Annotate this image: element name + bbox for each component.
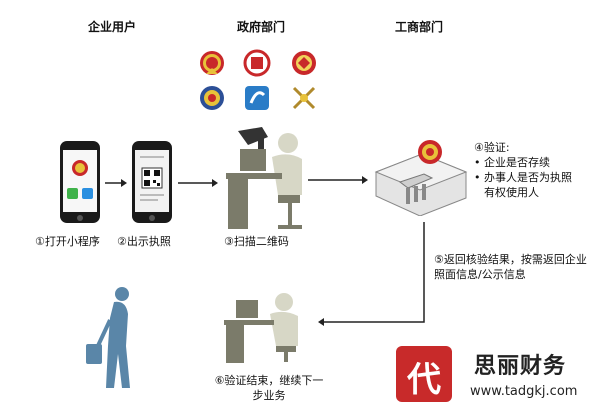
watermark-url: www.tadgkj.com <box>470 384 578 399</box>
step-3-label: ③扫描二维码 <box>224 235 289 248</box>
police-emblem-icon <box>200 86 224 110</box>
wechat-icon[interactable] <box>67 188 78 199</box>
national-emblem-icon <box>200 51 224 75</box>
briefcase-icon <box>86 344 102 364</box>
blue-service-logo-icon <box>245 86 269 110</box>
step-4-verification: ④验证: • 企业是否存续 • 办事人是否为执照有权使用人 <box>474 140 602 200</box>
phone-license-qr[interactable] <box>131 140 173 224</box>
column-header-government: 政府部门 <box>237 20 286 34</box>
government-officer-scanning <box>218 125 304 231</box>
arrow-scan-to-commerce <box>308 175 368 185</box>
alipay-icon[interactable] <box>82 188 93 199</box>
government-emblems <box>198 48 330 114</box>
step-6-label: ⑥验证结束，继续下一步业务 <box>214 374 324 402</box>
step-4-item-2: 办事人是否为执照有权使用人 <box>484 171 572 199</box>
column-header-commerce: 工商部门 <box>395 20 444 34</box>
arrow-open-to-show <box>105 178 127 188</box>
step-4-item-2-row: • 办事人是否为执照有权使用人 <box>474 170 602 200</box>
step-2-label: ②出示执照 <box>117 235 171 248</box>
watermark-brand-name: 思丽财务 <box>474 354 567 379</box>
bullet-icon: • <box>474 156 481 169</box>
customs-emblem-icon <box>292 86 316 110</box>
step-5-label: ⑤返回核验结果，按需返回企业照面信息/公示信息 <box>434 253 587 281</box>
commerce-bureau-building <box>372 132 468 216</box>
arrow-show-to-scan <box>178 178 218 188</box>
court-emblem-icon <box>243 49 271 77</box>
phone-mini-program[interactable] <box>59 140 101 224</box>
step-4-item-1-row: • 企业是否存续 <box>474 155 602 170</box>
watermark-badge: 代 <box>396 346 452 402</box>
government-officer-desk <box>222 292 304 364</box>
enterprise-person-silhouette <box>86 284 136 390</box>
procuratorate-emblem-icon <box>292 51 316 75</box>
emblem-icon <box>418 140 442 164</box>
step-1-label: ①打开小程序 <box>35 235 100 248</box>
emblem-icon <box>72 160 88 176</box>
monitor-icon <box>236 300 258 318</box>
barcode-scanner-icon <box>238 127 268 155</box>
monitor-icon <box>240 149 266 171</box>
watermark-badge-glyph: 代 <box>407 360 441 400</box>
bullet-icon: • <box>474 171 481 184</box>
column-header-enterprise: 企业用户 <box>88 20 137 34</box>
step-4-item-1: 企业是否存续 <box>484 156 550 169</box>
step-4-title: ④验证: <box>474 141 510 154</box>
qr-code-icon <box>141 167 163 189</box>
arrow-return-result <box>316 222 428 330</box>
